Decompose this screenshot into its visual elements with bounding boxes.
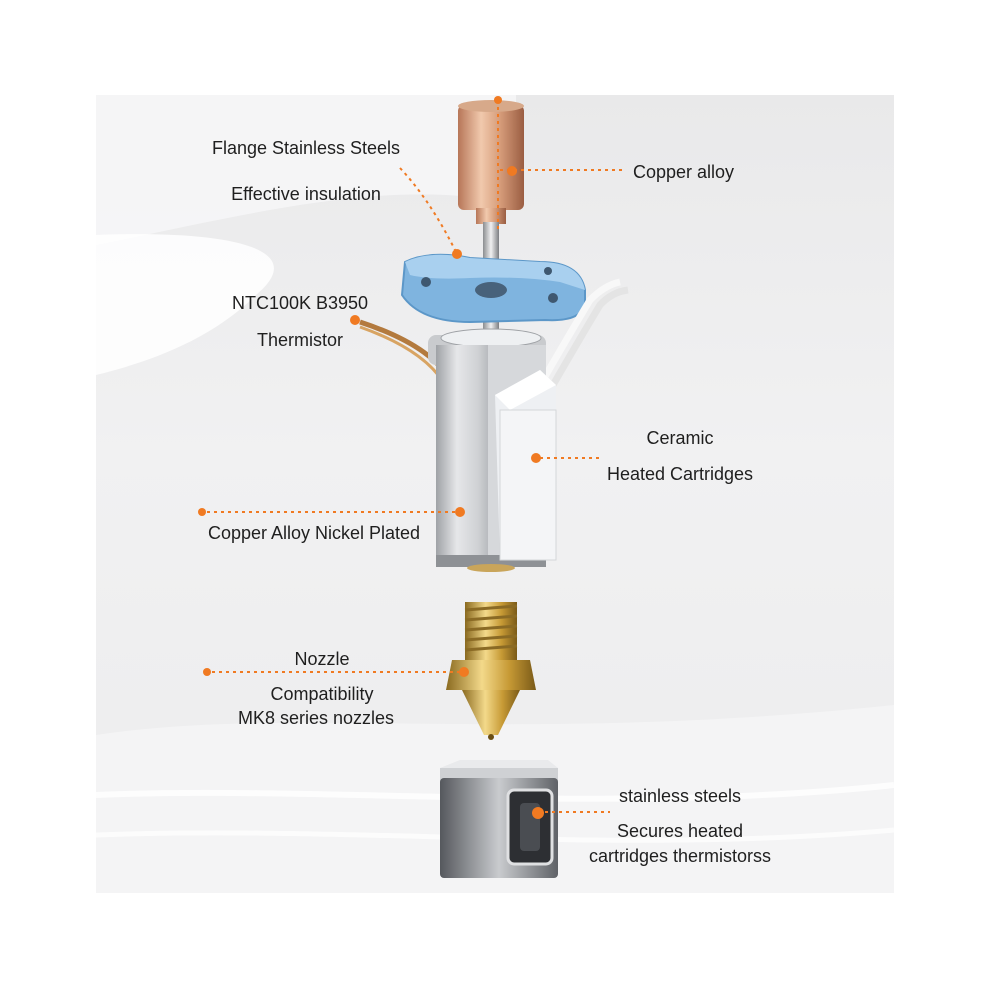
dot-nozzle-left — [203, 668, 211, 676]
label-cover-line3: cartridges thermistorss — [588, 846, 772, 866]
stainless-cover — [440, 760, 558, 878]
dot-heatblock — [455, 507, 465, 517]
flange-plate — [400, 253, 586, 324]
label-nozzle-line1: Nozzle — [294, 649, 350, 669]
leader-lines — [200, 100, 625, 813]
label-ceramic-line1: Ceramic — [646, 428, 714, 448]
dot-nozzle — [459, 667, 469, 677]
label-heatblock: Copper Alloy Nickel Plated — [207, 523, 421, 543]
leader-dots — [198, 96, 544, 819]
label-cover-line1: stainless steels — [618, 786, 742, 806]
label-nozzle-line3: MK8 series nozzles — [237, 708, 395, 728]
label-nozzle-line2: Compatibility — [270, 684, 374, 704]
nozzle — [446, 602, 536, 740]
dot-flange — [452, 249, 462, 259]
label-copper-alloy: Copper alloy — [633, 162, 735, 182]
label-ntc-line1: NTC100K B3950 — [231, 293, 369, 313]
label-ntc-line2: Thermistor — [256, 330, 344, 350]
dot-cover — [532, 807, 544, 819]
dot-copper-alloy — [507, 166, 517, 176]
dot-heatblock-left — [198, 508, 206, 516]
label-flange-line2: Effective insulation — [231, 184, 381, 204]
copper-tube — [458, 100, 524, 224]
label-ceramic-line2: Heated Cartridges — [606, 464, 754, 484]
label-flange-line1: Flange Stainless Steels — [211, 138, 401, 158]
label-cover-line2: Secures heated — [616, 821, 744, 841]
dot-ceramic — [531, 453, 541, 463]
dot-flange-top — [494, 96, 502, 104]
dot-thermistor — [350, 315, 360, 325]
ceramic-cartridge — [495, 370, 557, 561]
